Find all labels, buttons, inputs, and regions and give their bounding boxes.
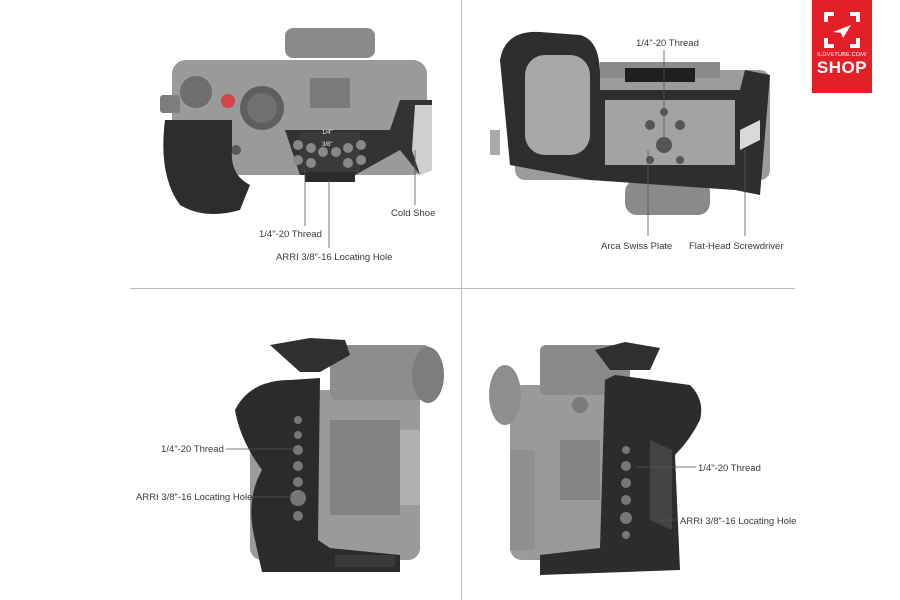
bottom-right-thread-label: 1/4"-20 Thread xyxy=(698,463,761,474)
grip-side-cage xyxy=(235,338,400,572)
bottom-left-leaders xyxy=(226,448,295,498)
top-right-screwdriver-label: Flat-Head Screwdriver xyxy=(689,241,784,252)
top-right-leaders xyxy=(647,50,746,236)
top-left-leaders xyxy=(304,150,416,248)
top-right-arca-plate-label: Arca Swiss Plate xyxy=(601,241,673,252)
bottom-left-thread-label: 1/4"-20 Thread xyxy=(161,444,224,455)
horizontal-divider xyxy=(130,288,795,289)
bottom-right-locating-hole-label: ARRI 3/8"-16 Locating Hole xyxy=(680,516,797,527)
top-left-thread-label: 1/4"-20 Thread xyxy=(259,229,322,240)
shop-badge-title: SHOP xyxy=(816,58,868,77)
engraved-three-eighths-mark: 3/8" xyxy=(322,142,333,148)
top-right-thread-label: 1/4"-20 Thread xyxy=(636,38,699,49)
shop-badge[interactable]: ILOVETUBE.COM/ SHOP xyxy=(812,0,872,93)
top-left-cold-shoe-label: Cold Shoe xyxy=(391,208,436,219)
rear-view-cage xyxy=(540,342,702,575)
frame-plane-icon xyxy=(824,12,860,48)
top-left-locating-hole-label: ARRI 3/8"-16 Locating Hole xyxy=(276,252,393,263)
bottom-left-locating-hole-label: ARRI 3/8"-16 Locating Hole xyxy=(136,492,253,503)
bottom-right-leaders xyxy=(636,466,696,521)
top-view-cage xyxy=(163,100,432,214)
side-view-cage xyxy=(500,31,770,195)
shop-badge-url: ILOVETUBE.COM/ xyxy=(817,52,867,58)
vertical-divider xyxy=(461,0,462,600)
engraved-quarter-mark: 1/4" xyxy=(322,130,333,136)
